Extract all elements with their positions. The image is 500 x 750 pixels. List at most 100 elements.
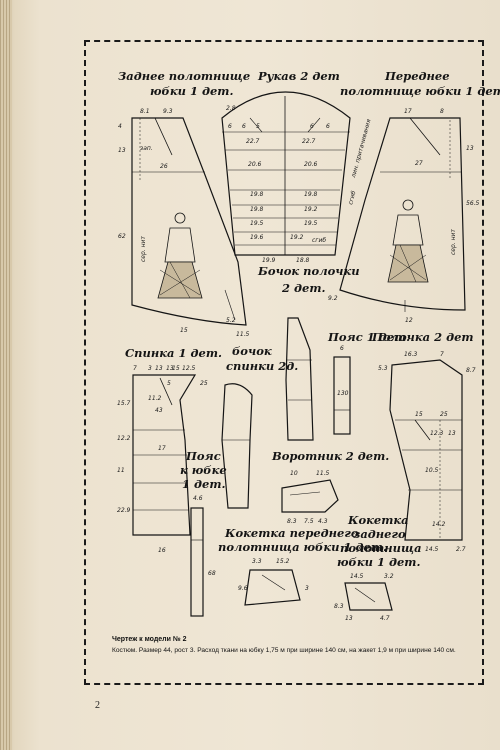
page-number: 2: [95, 700, 100, 711]
front-skirt-title-1: Переднее: [384, 69, 450, 83]
dim-front-skirt-7: 12: [405, 317, 413, 324]
dim-back-skirt-4: 4: [118, 123, 122, 130]
dim-back-yoke-1: 14.5: [350, 573, 364, 580]
fold-mark: сгиб: [347, 190, 357, 206]
dim-belt-1: 6: [340, 345, 344, 352]
dim-belt-2: 130: [337, 390, 349, 397]
sleeve-piece: [221, 91, 351, 256]
dim-back-skirt-7: 15: [180, 327, 188, 334]
dim-back-3: 13: [155, 365, 163, 372]
back-yoke-title-1: Кокетка: [347, 513, 409, 527]
dim-front-yoke-4: 3: [305, 585, 309, 592]
dim-back-2: 3: [148, 365, 152, 372]
dim-sleeve-18: 19.2: [290, 234, 304, 241]
back-side-piece: [221, 383, 253, 509]
back-skirt-piece: [131, 117, 247, 326]
sew-line-mark: лин. притачивания: [350, 118, 373, 179]
dim-front-6: 25: [440, 411, 448, 418]
dim-front-2: 7: [440, 351, 444, 358]
model-sketch-right: [387, 199, 429, 283]
dashed-frame: [84, 40, 484, 685]
dim-front-11: 14.5: [425, 546, 439, 553]
belt-piece: [333, 356, 351, 435]
dim-front-skirt-1: 17: [404, 108, 412, 115]
dim-back-skirt-6: 62: [118, 233, 126, 240]
dim-sleeve-13: 19.8: [250, 206, 264, 213]
dim-back-9: 12.2: [117, 435, 131, 442]
dim-collar-5: 4.3: [318, 518, 328, 525]
grain-mark-right: сер. нит: [450, 229, 457, 255]
dim-front-yoke-3: 9.6: [238, 585, 248, 592]
dim-back-skirt-9: 11.5: [236, 331, 250, 338]
dim-belt-3: 4.6: [193, 495, 203, 502]
front-skirt-title-2: полотнище юбки 1 дет: [340, 84, 500, 98]
dim-front-9: 10.5: [425, 467, 439, 474]
seam-mark: сгиб: [312, 237, 326, 244]
dim-back-12: 22.9: [117, 507, 131, 514]
dim-front-7: 12.3: [430, 430, 444, 437]
dim-collar-2: 11.5: [316, 470, 330, 477]
dim-front-yoke-2: 15.2: [276, 558, 290, 565]
dim-sleeve-7: 22.7: [246, 138, 260, 145]
dim-sleeve-3: 6: [242, 123, 246, 130]
front-skirt-piece: [339, 117, 466, 312]
skirt-belt-title-3: 1 дет.: [182, 477, 226, 491]
dim-sleeve-4: 5: [256, 123, 260, 130]
front-side-piece: [285, 317, 314, 441]
dim-front-skirt-4: 27: [415, 160, 423, 167]
dim-sleeve-16: 19.5: [304, 220, 318, 227]
dim-sleeve-14: 19.2: [304, 206, 318, 213]
dim-back-yoke-3: 8.3: [334, 603, 344, 610]
dim-collar-4: 7.5: [304, 518, 314, 525]
dim-collar-3: 8.3: [287, 518, 297, 525]
dim-back-11: 11: [117, 467, 125, 474]
dim-back-skirt-3: 13: [118, 147, 126, 154]
skirt-belt-piece: [190, 507, 204, 617]
front-yoke-title-2: полотнища юбки 1 дет.: [218, 540, 387, 554]
dim-front-5: 15: [415, 411, 423, 418]
dim-front-8: 13: [448, 430, 456, 437]
dim-back-6: 12.5: [182, 365, 196, 372]
back-skirt-title-1: Заднее полотнище: [118, 69, 250, 83]
dim-back-8: 25: [200, 380, 208, 387]
caption-body: Костюм. Размер 44, рост 3. Расход ткани …: [112, 647, 456, 654]
dim-sleeve-11: 19.8: [250, 191, 264, 198]
dim-sleeve-1: 2.8: [226, 105, 236, 112]
dim-back-4: 13: [166, 365, 174, 372]
collar-piece: [281, 479, 339, 513]
back-skirt-title-2: юбки 1 дет.: [150, 84, 233, 98]
dim-back-yoke-2: 3.2: [384, 573, 394, 580]
dim-back-7: 15.7: [117, 400, 131, 407]
dim-front-yoke-1: 3.3: [252, 558, 262, 565]
dim-back-skirt-5: 26: [160, 163, 168, 170]
dim-back-13: 16: [158, 547, 166, 554]
back-yoke-title-4: юбки 1 дет.: [337, 555, 420, 569]
front-yoke-piece: [244, 569, 301, 606]
dim-sleeve-2: 6: [228, 123, 232, 130]
dim-sleeve-9: 20.6: [248, 161, 262, 168]
dim-collar-1: 10: [290, 470, 298, 477]
belt-title: Пояс 1 дет.: [327, 330, 410, 344]
dim-back-skirt-2: 9.3: [163, 108, 173, 115]
dim-back-10: 17: [158, 445, 166, 452]
caption-heading: Чертеж к модели № 2: [112, 636, 187, 643]
back-side-title-1: бочок: [232, 344, 272, 358]
front-title: Полочка 2 дет: [371, 330, 474, 344]
dim-front-skirt-2: 8: [440, 108, 444, 115]
dim-back-5: 15: [172, 365, 180, 372]
dim-back-yoke-4: 13: [345, 615, 353, 622]
dim-back-15: 43: [155, 407, 163, 414]
dim-front-3: 5.3: [378, 365, 388, 372]
dim-sleeve-20: 18.8: [296, 257, 310, 264]
dim-front-skirt-5: 56.5: [466, 200, 480, 207]
dim-sleeve-10: 20.6: [304, 161, 318, 168]
dim-sleeve-19: 19.9: [262, 257, 276, 264]
dim-back-skirt-8: 5.2: [226, 317, 236, 324]
dim-front-4: 8.7: [466, 367, 476, 374]
dim-sleeve-6: 6: [326, 123, 330, 130]
dim-back-1: 7: [133, 365, 137, 372]
dim-back-yoke-5: 4.7: [380, 615, 390, 622]
front-piece: [389, 359, 463, 541]
